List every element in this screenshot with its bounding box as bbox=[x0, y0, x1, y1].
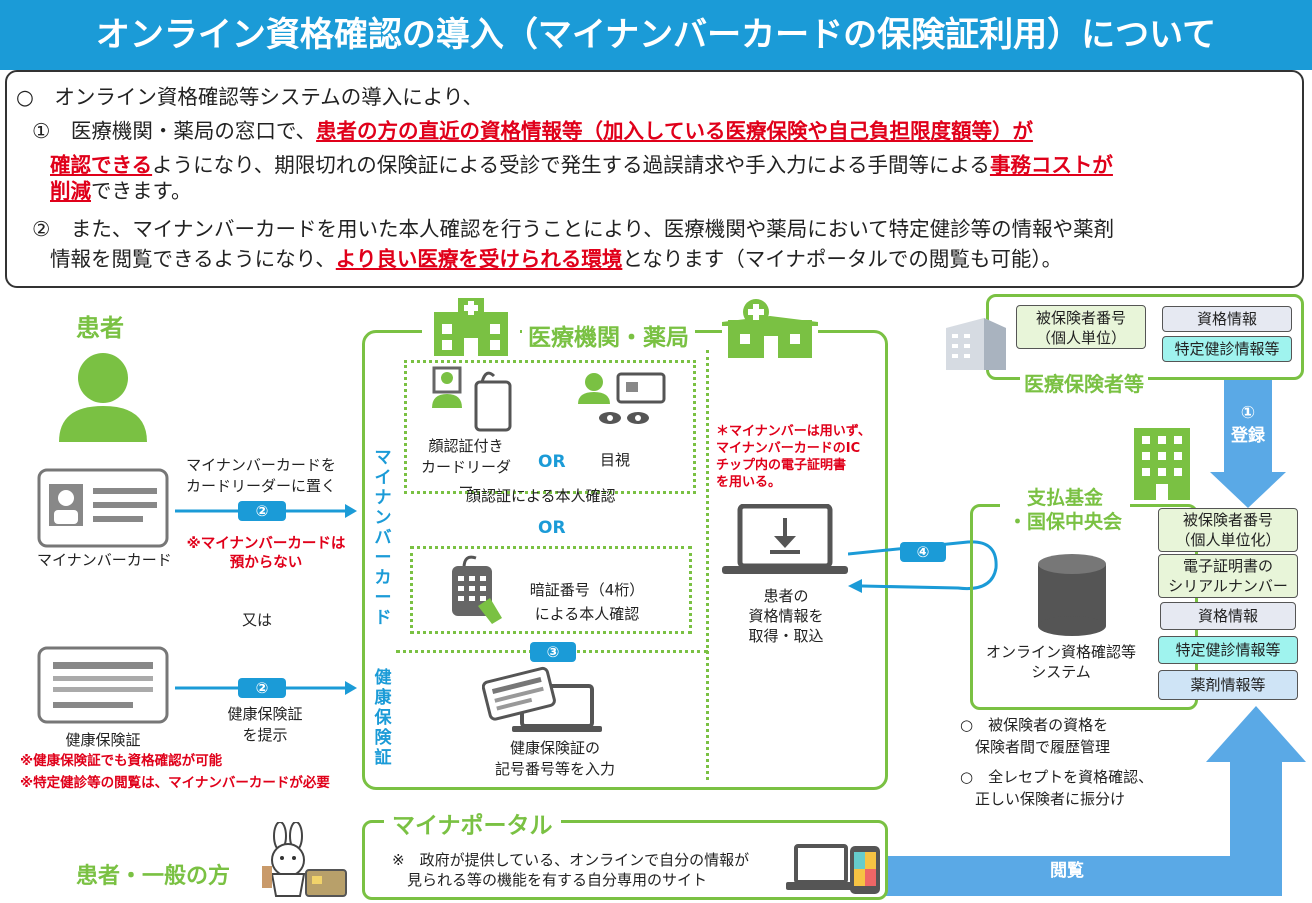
step3-badge: ③ bbox=[530, 642, 576, 662]
portal-devices-icon bbox=[786, 844, 880, 894]
visual-check-label: 目視 bbox=[600, 451, 631, 469]
register-arrow-icon bbox=[1210, 380, 1286, 508]
intro-point1-line3: 削減できます。 bbox=[50, 174, 191, 208]
pin-check-box bbox=[410, 546, 692, 634]
highlight-text: 事務コストが bbox=[989, 153, 1113, 177]
fund-box-health: 特定健診情報等 bbox=[1158, 636, 1298, 664]
database-icon bbox=[1038, 554, 1106, 636]
intro-point1-line1: ① 医療機関・薬局の窓口で、患者の方の直近の資格情報等（加入している医療保険や自… bbox=[32, 114, 1033, 148]
general-user-title: 患者・一般の方 bbox=[76, 864, 231, 889]
register-label: 登録 bbox=[1231, 426, 1265, 446]
patient-title: 患者 bbox=[76, 314, 124, 342]
insurer-box-qual: 資格情報 bbox=[1162, 306, 1292, 332]
intro-text: ようになり、期限切れの保険証による受診で発生する過誤請求や手入力による手間等によ… bbox=[152, 153, 990, 177]
clinic-title: 医療機関・薬局 bbox=[522, 318, 695, 352]
step4-badge: ④ bbox=[900, 542, 946, 562]
portal-description: ※ 政府が提供している、オンラインで自分の情報が 見られる等の機能を有する自分専… bbox=[392, 851, 750, 889]
intro-point2-line1: ② また、マイナンバーカードを用いた本人確認を行うことにより、医療機関や薬局にお… bbox=[32, 217, 1115, 241]
fund-box-drug: 薬剤情報等 bbox=[1158, 670, 1298, 700]
step2-badge-a: ② bbox=[238, 501, 286, 521]
insurer-title: 医療保険者等 bbox=[1020, 368, 1148, 397]
highlight-text: 患者の方の直近の資格情報等（加入している医療保険や自己負担限度額等）が bbox=[316, 119, 1033, 143]
intro-text: できます。 bbox=[91, 179, 192, 203]
fund-box-cert: 電子証明書の シリアルナンバー bbox=[1158, 554, 1298, 598]
fund-system-label: オンライン資格確認等 システム bbox=[985, 643, 1136, 681]
title-bar bbox=[0, 0, 1312, 70]
or-label-2: OR bbox=[538, 518, 566, 538]
insurer-box-id: 被保険者番号 （個人単位） bbox=[1016, 305, 1146, 349]
face-reader-icon bbox=[432, 366, 512, 432]
highlight-text: 削減 bbox=[50, 179, 91, 203]
or-label-1: OR bbox=[538, 452, 566, 472]
side-label-insurance: 健康保険証 bbox=[374, 668, 392, 768]
fund-note-history: ○ 被保険者の資格を 保険者間で履歴管理 bbox=[960, 716, 1111, 756]
intro-box bbox=[5, 70, 1304, 288]
divider-dotted-v bbox=[706, 350, 709, 780]
intro-point2-line2: 情報を閲覧できるようになり、より良い医療を受けられる環境となります（マイナポータ… bbox=[50, 242, 1062, 276]
step2-badge-b: ② bbox=[238, 678, 286, 698]
intro-text: となります（マイナポータルでの閲覧も可能）。 bbox=[622, 247, 1063, 271]
intro-text: ① 医療機関・薬局の窓口で、 bbox=[32, 119, 317, 143]
mynumber-card-icon bbox=[37, 468, 169, 548]
hospital-building-icon bbox=[422, 296, 520, 356]
arrow2-label: 健康保険証 を提示 bbox=[227, 705, 303, 744]
view-arrow-icon bbox=[884, 706, 1306, 896]
intro-line1: ○ オンライン資格確認等システムの導入により、 bbox=[16, 85, 484, 109]
visual-check-icon bbox=[578, 372, 666, 424]
note-insurance-ok: ※健康保険証でも資格確認が可能 bbox=[20, 753, 223, 769]
register-badge: ① bbox=[1240, 403, 1256, 423]
clinic-pc-label: 患者の 資格情報を 取得・取込 bbox=[748, 587, 824, 645]
pin-check-label: 暗証番号（4桁） による本人確認 bbox=[529, 581, 645, 623]
insurance-input-pc-icon bbox=[482, 666, 602, 732]
highlight-text: より良い医療を受けられる環境 bbox=[335, 247, 623, 271]
pharmacy-building-icon bbox=[722, 298, 818, 358]
note-ic-chip: ＊マイナンバーは用いず、 マイナンバーカードのIC チップ内の電子証明書 を用い… bbox=[716, 424, 871, 490]
insurance-card-label: 健康保険証 bbox=[65, 731, 141, 749]
fund-title: 支払基金 ・国保中央会 bbox=[1000, 486, 1130, 534]
mynumber-card-label: マイナンバーカード bbox=[37, 551, 172, 569]
intro-text: 情報を閲覧できるようになり、 bbox=[50, 247, 336, 271]
face-check-label: 顔認証による本人確認 bbox=[466, 487, 616, 505]
patient-person-icon bbox=[59, 353, 147, 442]
intro-point1-line2: 確認できるようになり、期限切れの保険証による受診で発生する過誤請求や手入力による… bbox=[50, 148, 1113, 182]
note-card-not-kept: ※マイナンバーカードは 預からない bbox=[186, 536, 346, 571]
clinic-pc-icon bbox=[722, 504, 848, 574]
portal-title: マイナポータル bbox=[384, 806, 561, 840]
fund-building-icon bbox=[1134, 428, 1190, 500]
page-title: オンライン資格確認の導入（マイナンバーカードの保険証利用）について bbox=[95, 15, 1217, 55]
side-label-mynumber: マイナンバーカード bbox=[374, 448, 392, 628]
insurer-building-icon bbox=[946, 318, 1006, 370]
mascot-icon bbox=[262, 822, 347, 897]
highlight-text: 確認できる bbox=[50, 153, 153, 177]
face-check-box bbox=[404, 360, 696, 494]
insurer-box-health: 特定健診情報等 bbox=[1162, 336, 1292, 362]
insurance-input-label: 健康保険証の 記号番号等を入力 bbox=[494, 739, 615, 778]
fund-box-id: 被保険者番号 （個人単位化） bbox=[1158, 508, 1298, 552]
fund-box-qual: 資格情報 bbox=[1160, 602, 1296, 630]
view-label: 閲覧 bbox=[1050, 861, 1084, 881]
or-label: 又は bbox=[242, 611, 273, 629]
arrow1-label: マイナンバーカードを カードリーダーに置く bbox=[185, 456, 336, 495]
face-reader-label: 顔認証付き カードリーダー bbox=[420, 437, 511, 497]
note-mynumber-needed: ※特定健診等の閲覧は、マイナンバーカードが必要 bbox=[20, 775, 330, 791]
fund-note-receipt: ○ 全レセプトを資格確認、 正しい保険者に振分け bbox=[960, 768, 1154, 808]
insurance-card-icon bbox=[37, 646, 169, 724]
pin-pad-icon bbox=[452, 555, 502, 624]
